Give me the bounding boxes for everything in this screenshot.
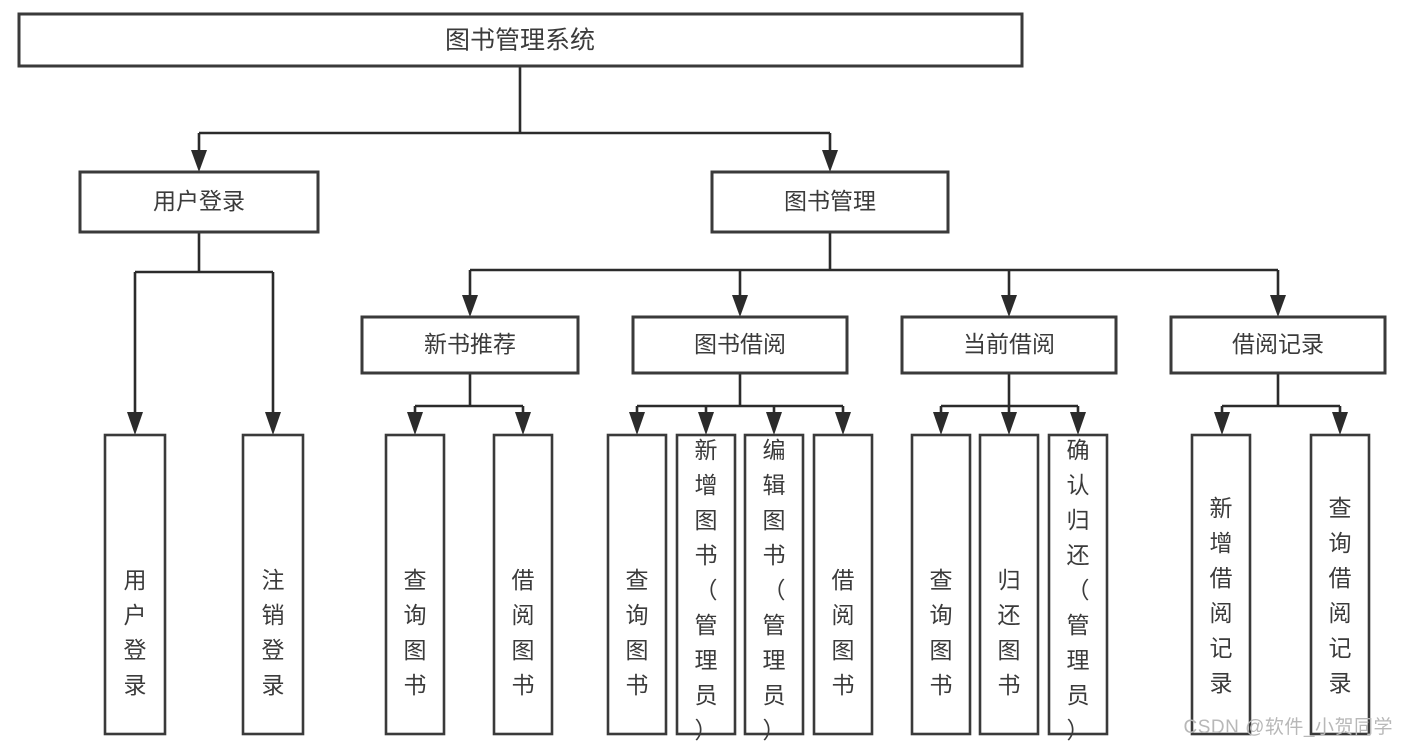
arrowhead-newbook-leaf-1 <box>407 412 423 435</box>
leaf-node-query-book-3[interactable]: 查询图书 <box>910 433 972 736</box>
leaf-query-borrow-record-label: 查询借阅记录 <box>1329 495 1352 696</box>
borrow-records-box[interactable] <box>1169 315 1387 375</box>
connector-group <box>127 66 1348 435</box>
leaf-node-user-login[interactable]: 用户登录 <box>103 433 167 736</box>
leaf-node-query-book-2[interactable]: 查询图书 <box>606 433 668 736</box>
borrow-records-label: 借阅记录 <box>1232 331 1324 357</box>
node-borrow-records[interactable]: 借阅记录 <box>1169 315 1387 375</box>
leaf-user-login-box[interactable] <box>103 433 167 736</box>
book-borrow-label: 图书借阅 <box>694 331 786 357</box>
book-management-box[interactable] <box>710 170 950 234</box>
leaf-query-book-3-label: 查询图书 <box>930 567 953 698</box>
arrowhead-bookborrow-leaf-2 <box>698 412 714 435</box>
leaf-confirm-return-box[interactable] <box>1047 433 1109 736</box>
leaf-borrow-book-2-box[interactable] <box>812 433 874 736</box>
leaf-add-book-box[interactable] <box>675 433 737 736</box>
leaf-node-add-borrow-record[interactable]: 新增借阅记录 <box>1190 433 1252 736</box>
leaf-node-return-book[interactable]: 归还图书 <box>978 433 1040 736</box>
arrowhead-borrowrec-leaf-1 <box>1214 412 1230 435</box>
arrowhead-newbook-leaf-2 <box>515 412 531 435</box>
arrowhead-currentborrow-leaf-3 <box>1070 412 1086 435</box>
current-borrow-label: 当前借阅 <box>963 331 1055 357</box>
arrowhead-borrowrec-leaf-2 <box>1332 412 1348 435</box>
node-book-management[interactable]: 图书管理 <box>710 170 950 234</box>
leaf-borrow-book-2-label: 借阅图书 <box>832 567 855 698</box>
leaf-borrow-book-1-label: 借阅图书 <box>512 567 535 698</box>
book-borrow-box[interactable] <box>631 315 849 375</box>
leaf-node-query-borrow-record[interactable]: 查询借阅记录 <box>1309 433 1371 736</box>
arrowhead-new-book <box>462 295 478 317</box>
user-login-label: 用户登录 <box>153 188 245 214</box>
arrowhead-bookborrow-leaf-4 <box>835 412 851 435</box>
leaf-node-edit-book[interactable]: 编辑图书（管理员） <box>743 433 805 743</box>
leaf-query-book-2-label: 查询图书 <box>626 567 649 698</box>
node-book-borrow[interactable]: 图书借阅 <box>631 315 849 375</box>
leaf-add-borrow-record-box[interactable] <box>1190 433 1252 736</box>
root-label: 图书管理系统 <box>445 27 595 55</box>
leaf-node-add-book[interactable]: 新增图书（管理员） <box>675 433 737 743</box>
leaf-confirm-return-label: 确认归还（管理员） <box>1067 437 1090 743</box>
leaf-return-book-box[interactable] <box>978 433 1040 736</box>
leaf-edit-book-label: 编辑图书（管理员） <box>763 437 786 743</box>
leaf-query-book-2-box[interactable] <box>606 433 668 736</box>
leaf-logout-label: 注销登录 <box>262 567 285 698</box>
node-root-system[interactable]: 图书管理系统 <box>17 12 1024 68</box>
user-login-box[interactable] <box>78 170 320 234</box>
root-box[interactable] <box>17 12 1024 68</box>
leaf-query-book-3-box[interactable] <box>910 433 972 736</box>
node-current-borrow[interactable]: 当前借阅 <box>900 315 1118 375</box>
leaf-query-book-1-label: 查询图书 <box>404 567 427 698</box>
leaf-node-borrow-book-1[interactable]: 借阅图书 <box>492 433 554 736</box>
leaf-add-borrow-record-label: 新增借阅记录 <box>1210 495 1233 696</box>
arrowhead-bookborrow-leaf-1 <box>629 412 645 435</box>
arrowhead-currentborrow-leaf-2 <box>1001 412 1017 435</box>
leaf-node-borrow-book-2[interactable]: 借阅图书 <box>812 433 874 736</box>
arrowhead-current-borrow <box>1001 295 1017 317</box>
arrowhead-leaf-logout <box>265 412 281 435</box>
leaf-add-book-label: 新增图书（管理员） <box>695 437 718 743</box>
arrowhead-user-login <box>191 150 207 172</box>
arrowhead-book-mgmt <box>822 150 838 172</box>
node-new-book-recommend[interactable]: 新书推荐 <box>360 315 580 375</box>
current-borrow-box[interactable] <box>900 315 1118 375</box>
book-management-label: 图书管理 <box>784 188 876 214</box>
leaf-query-borrow-record-box[interactable] <box>1309 433 1371 736</box>
leaf-logout-box[interactable] <box>241 433 305 736</box>
node-user-login[interactable]: 用户登录 <box>78 170 320 234</box>
leaf-borrow-book-1-box[interactable] <box>492 433 554 736</box>
arrowhead-book-borrow <box>732 295 748 317</box>
arrowhead-bookborrow-leaf-3 <box>766 412 782 435</box>
arrowhead-leaf-user-login <box>127 412 143 435</box>
leaf-node-logout[interactable]: 注销登录 <box>241 433 305 736</box>
leaf-return-book-label: 归还图书 <box>998 567 1021 698</box>
new-book-recommend-box[interactable] <box>360 315 580 375</box>
arrowhead-currentborrow-leaf-1 <box>933 412 949 435</box>
leaf-edit-book-box[interactable] <box>743 433 805 736</box>
leaf-node-query-book-1[interactable]: 查询图书 <box>384 433 446 736</box>
new-book-recommend-label: 新书推荐 <box>424 331 516 357</box>
leaf-node-confirm-return[interactable]: 确认归还（管理员） <box>1047 433 1109 743</box>
leaf-user-login-label: 用户登录 <box>124 567 147 698</box>
leaf-query-book-1-box[interactable] <box>384 433 446 736</box>
arrowhead-borrow-records <box>1270 295 1286 317</box>
